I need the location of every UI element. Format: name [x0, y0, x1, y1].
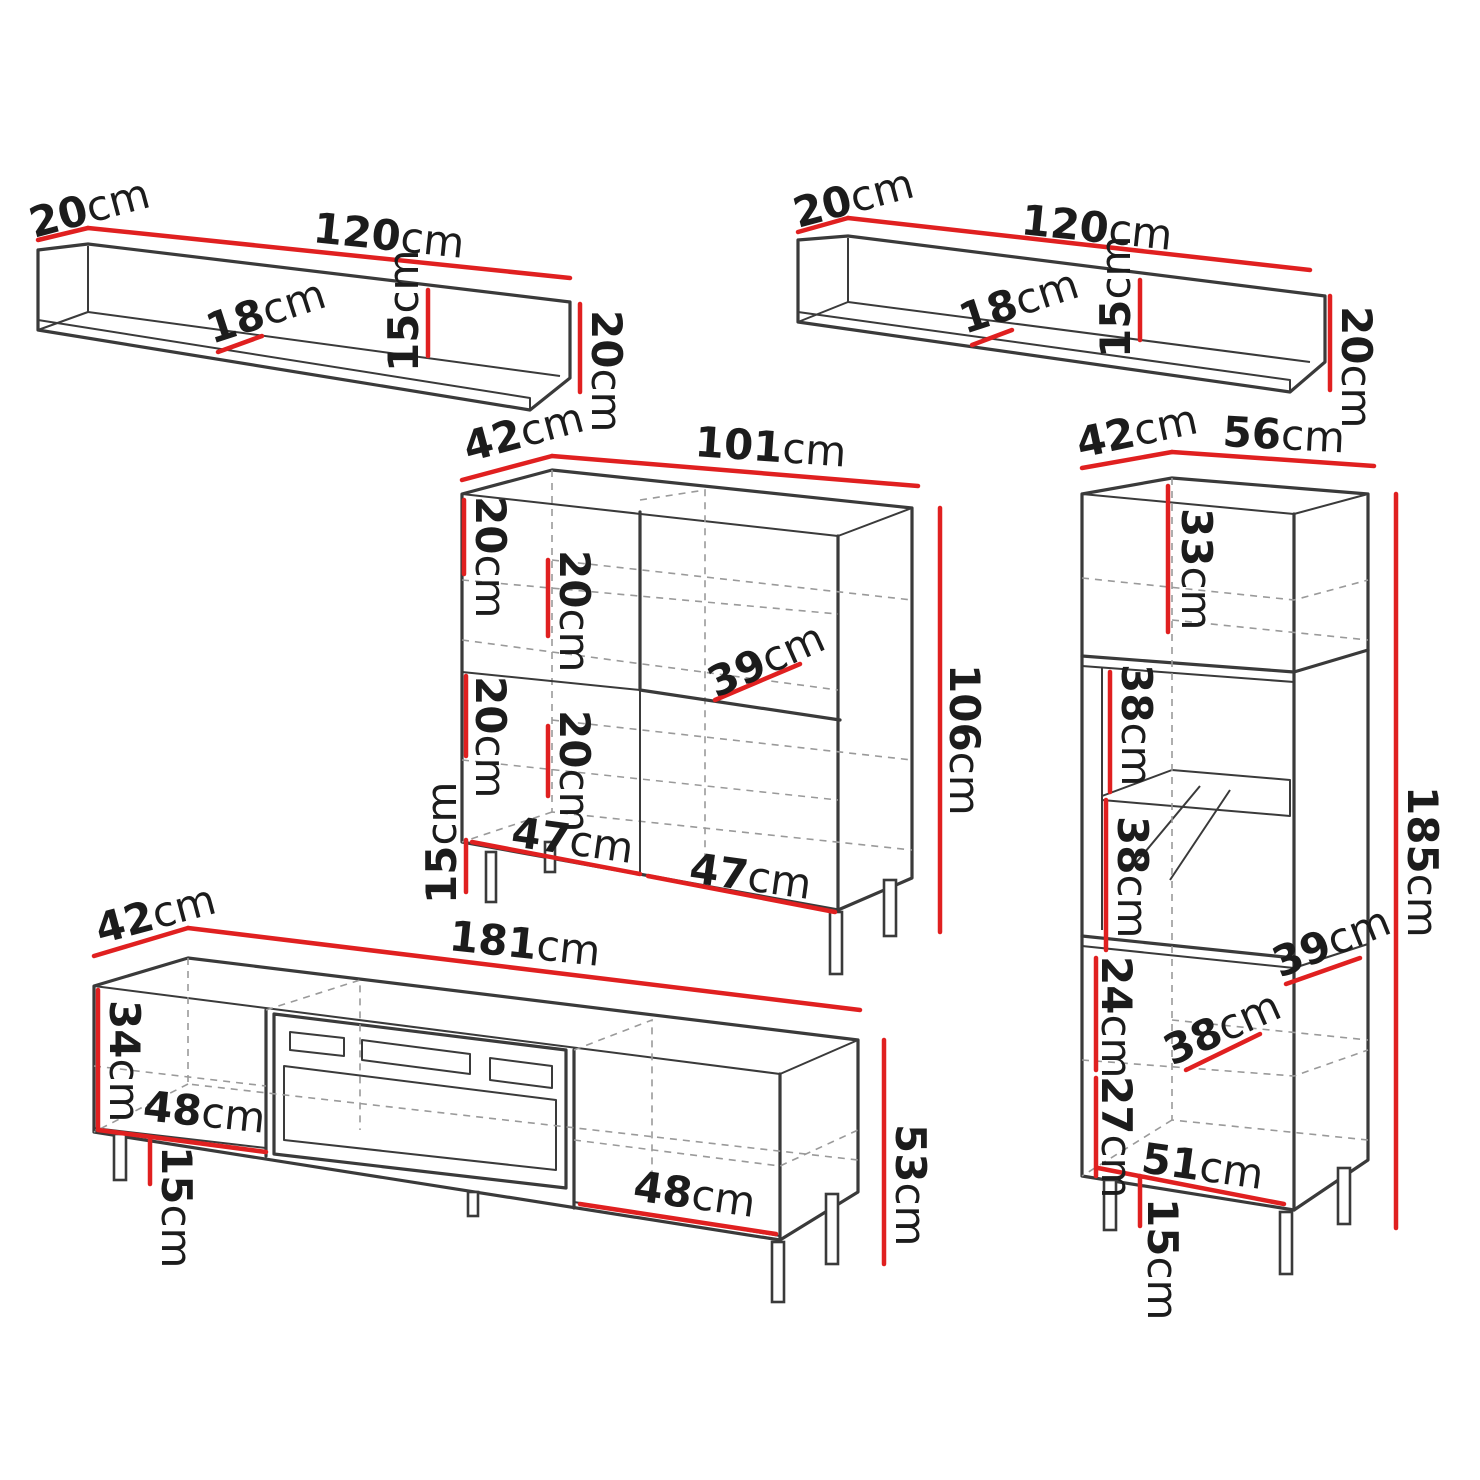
tall-cabinet-mid-comp-1-label: 38cm	[1112, 664, 1161, 786]
tall-cabinet-mid-comp-2-label: 38cm	[1108, 816, 1157, 938]
tv-unit-legs-label: 15cm	[152, 1146, 201, 1268]
shelf-right-inner-depth-label: 18cm	[953, 259, 1085, 343]
shelf-right-height-label: 20cm	[1332, 306, 1381, 428]
wall-shelf-right: 20cm 120cm 18cm 15cm 20cm	[788, 159, 1381, 429]
tv-unit-left-comp-width-label: 48cm	[141, 1081, 268, 1143]
shelf-right-width-label: 120cm	[1019, 195, 1175, 260]
tall-cabinet-inner-width-label: 51cm	[1139, 1133, 1267, 1199]
tv-unit-right-comp-width-label: 48cm	[631, 1161, 759, 1227]
shelf-left-width-label: 120cm	[311, 203, 467, 268]
highboard-depth-label: 42cm	[458, 393, 589, 472]
highboard-comp-mid-top-label: 20cm	[550, 550, 599, 672]
tall-cabinet: 42cm 56cm 185cm 33cm 38cm 38cm 24cm 27cm…	[1072, 394, 1447, 1320]
shelf-left-height-label: 20cm	[582, 310, 631, 432]
highboard-legs-label: 15cm	[417, 782, 466, 904]
wall-shelf-left: 20cm 120cm 18cm 15cm 20cm	[24, 169, 631, 433]
shelf-left-inner-height-label: 15cm	[379, 250, 428, 372]
highboard-comp-mid-bottom-label: 20cm	[550, 710, 599, 832]
highboard-width-label: 101cm	[693, 417, 848, 476]
tall-cabinet-inner-depth-2-label: 38cm	[1156, 981, 1288, 1076]
highboard-comp-width-left-label: 47cm	[509, 807, 637, 873]
shelf-left-inner-depth-label: 18cm	[200, 269, 332, 353]
tall-cabinet-low-comp-2-label: 27cm	[1092, 1076, 1141, 1198]
tv-unit-height-label: 53cm	[886, 1124, 935, 1246]
tall-cabinet-width-label: 56cm	[1221, 407, 1346, 462]
tv-unit-width-label: 181cm	[447, 911, 603, 976]
shelf-left-depth-label: 20cm	[24, 169, 155, 248]
tall-cabinet-inner-depth-1-label: 39cm	[1265, 896, 1397, 987]
highboard-comp-left-top-label: 20cm	[466, 496, 515, 618]
shelf-right-inner-height-label: 15cm	[1091, 236, 1140, 358]
highboard-height-label: 106cm	[940, 664, 989, 816]
tv-unit-side-comp-height-label: 34cm	[100, 1000, 149, 1122]
tall-cabinet-height-label: 185cm	[1398, 786, 1447, 938]
tv-unit: 42cm 181cm 53cm 34cm 48cm 15cm 48cm	[90, 875, 935, 1304]
tv-unit-depth-label: 42cm	[90, 875, 221, 954]
highboard-comp-left-bottom-label: 20cm	[466, 676, 515, 798]
tall-cabinet-low-comp-1-label: 24cm	[1092, 956, 1141, 1078]
highboard-comp-width-right-label: 47cm	[687, 843, 815, 909]
highboard-cabinet: 42cm 101cm 106cm 20cm 20cm 20cm 20cm 39c…	[417, 393, 989, 976]
highboard-inner-depth-label: 39cm	[700, 613, 832, 708]
tall-cabinet-top-comp-label: 33cm	[1172, 508, 1221, 630]
tall-cabinet-legs-label: 15cm	[1138, 1198, 1187, 1320]
